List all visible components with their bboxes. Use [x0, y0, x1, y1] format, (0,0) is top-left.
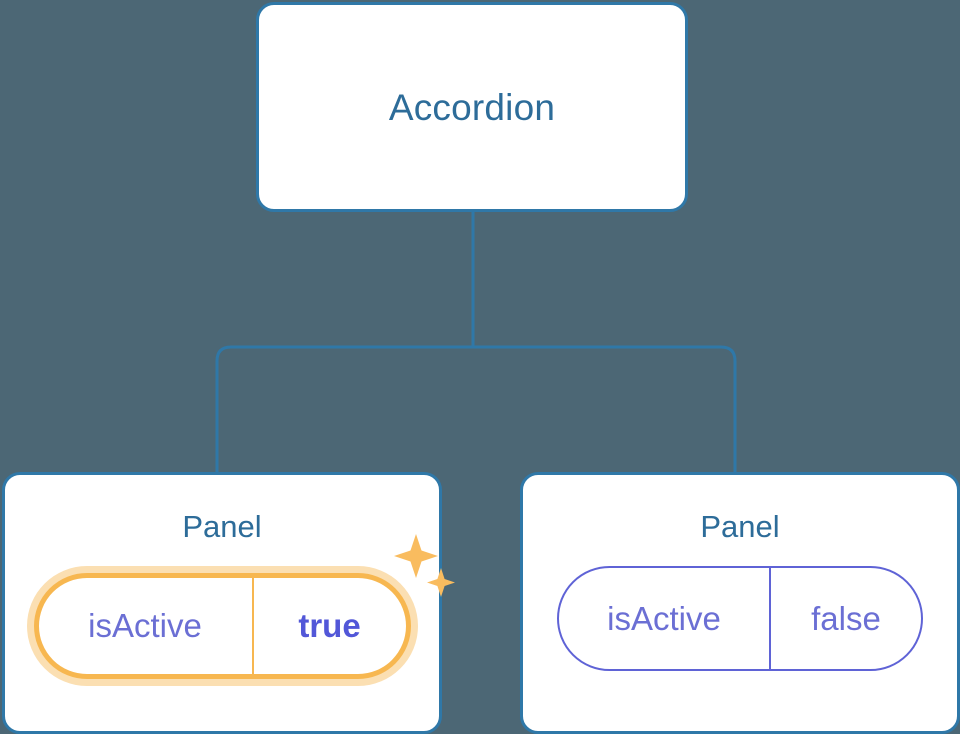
sparkle-small-icon	[426, 568, 455, 597]
connector-branch-left	[215, 345, 473, 472]
prop-key-isactive-false: isActive	[559, 568, 771, 669]
prop-value-false: false	[811, 599, 881, 637]
prop-pill-inactive-wrap: isActive false	[557, 566, 923, 671]
prop-pill-inactive-outer: isActive false	[557, 566, 923, 671]
node-panel-active-title: Panel	[182, 509, 262, 544]
sparkle-icon	[393, 534, 455, 597]
node-panel-active[interactable]: Panel isActive true	[2, 472, 455, 734]
prop-pill-active[interactable]: isActive true	[33, 573, 411, 679]
node-panel-inactive-title: Panel	[700, 509, 780, 544]
prop-value-true: true	[298, 607, 361, 644]
prop-key-isactive-true: isActive	[39, 578, 254, 674]
prop-pill-inactive[interactable]: isActive false	[557, 566, 923, 671]
prop-pill-active-wrap: isActive true	[26, 534, 455, 686]
node-accordion[interactable]: Accordion	[256, 2, 688, 212]
prop-pill-active-glow: isActive true	[26, 566, 418, 686]
node-panel-inactive[interactable]: Panel isActive false	[520, 472, 960, 734]
sparkle-large-icon	[393, 534, 438, 578]
connector-branch-right	[473, 345, 737, 472]
node-accordion-title: Accordion	[388, 86, 556, 128]
